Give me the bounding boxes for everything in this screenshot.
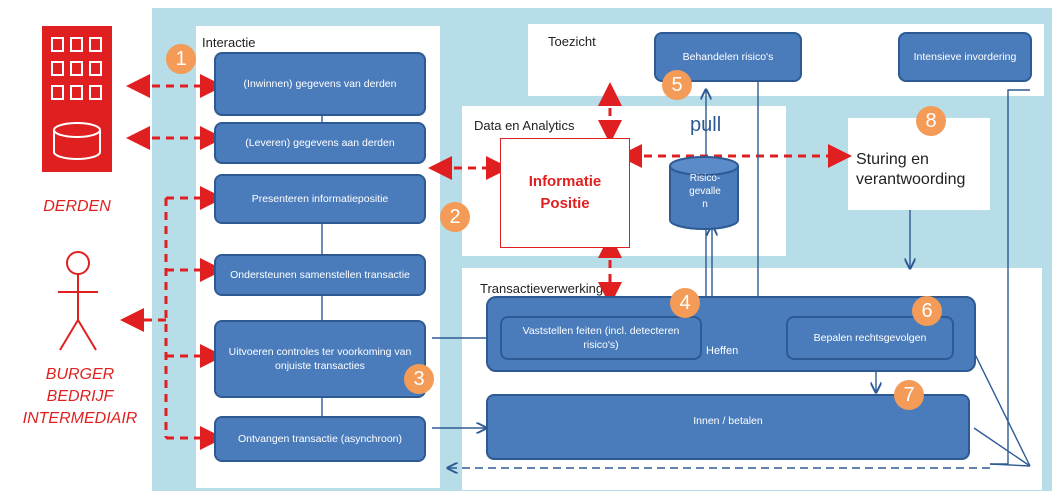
box-uitvoeren-controles[interactable]: Uitvoeren controles ter voorkoming van o… [214,320,426,398]
informatie-positie-box[interactable]: Informatie Positie [500,138,630,248]
person-icon [58,251,98,351]
badge-8: 8 [916,106,946,136]
badge-5: 5 [662,70,692,100]
badge-4: 4 [670,288,700,318]
box-presenteren-informatiepositie[interactable]: Presenteren informatiepositie [214,174,426,224]
heffen-label: Heffen [706,345,739,357]
transactie-label: Transactieverwerking [480,281,604,296]
box-ontvangen-transactie[interactable]: Ontvangen transactie (asynchroon) [214,416,426,462]
box-vaststellen-feiten[interactable]: Vaststellen feiten (incl. detecteren ris… [500,316,702,360]
badge-6: 6 [912,296,942,326]
sturing-text: Sturing en verantwoording [856,151,966,188]
interactie-label: Interactie [202,35,256,50]
building-icon [42,26,112,172]
box-leveren-gegevens[interactable]: (Leveren) gegevens aan derden [214,122,426,164]
risico-label: Risico-gevallen [689,173,721,210]
badge-3: 3 [404,364,434,394]
box-inwinnen-gegevens[interactable]: (Inwinnen) gegevens van derden [214,52,426,116]
badge-7: 7 [894,380,924,410]
database-icon [669,156,739,230]
burger-label: BURGER [45,366,115,383]
badge-1: 1 [166,44,196,74]
intermediair-label: INTERMEDIAIR [22,410,138,427]
bedrijf-label: BEDRIJF [46,388,114,405]
toezicht-label: Toezicht [548,34,596,49]
box-ondersteunen-transactie[interactable]: Ondersteunen samenstellen transactie [214,254,426,296]
sturing-panel [848,118,990,210]
box-innen-betalen[interactable]: Innen / betalen [486,394,970,460]
informatie-positie-label: Informatie Positie [528,173,602,212]
data-analytics-label: Data en Analytics [474,118,575,133]
derden-label: DERDEN [43,198,111,215]
badge-2: 2 [440,202,470,232]
box-intensieve-invordering[interactable]: Intensieve invordering [898,32,1032,82]
